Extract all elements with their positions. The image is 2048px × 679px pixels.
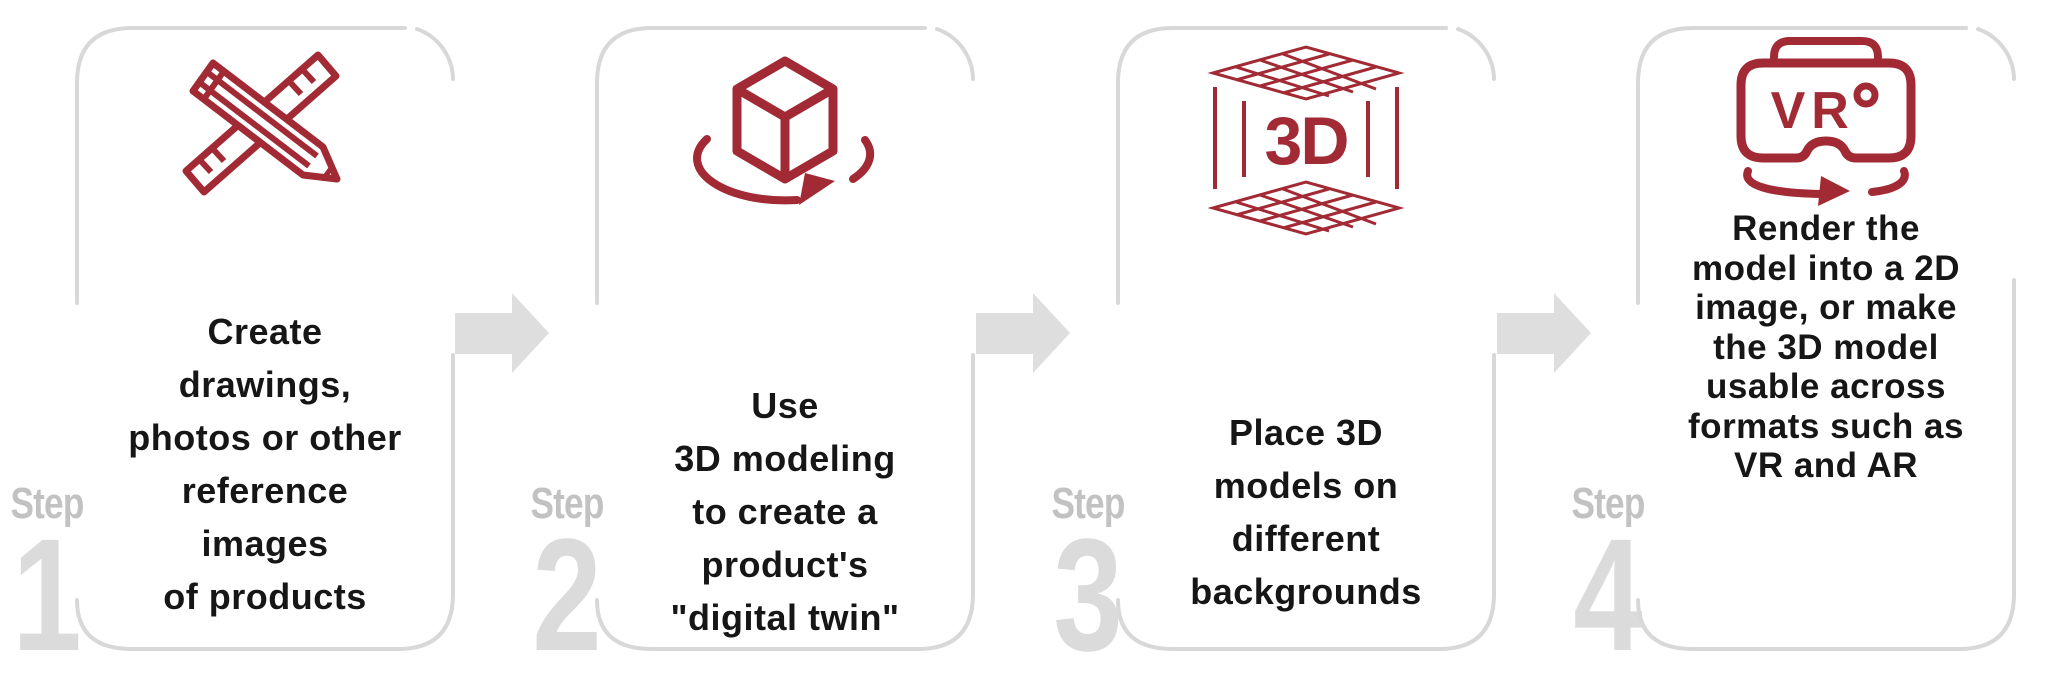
step-3-card: 3D Place 3D models on different backgrou… <box>1051 13 1496 675</box>
vr-label: R <box>1811 82 1849 140</box>
step-label: Step <box>1051 479 1125 528</box>
text-line: backgrounds <box>1190 571 1422 612</box>
text-line: "digital twin" <box>670 597 900 638</box>
text-line: product's <box>701 544 869 585</box>
text-line: usable across <box>1706 367 1946 406</box>
step-2-card: Use 3D modeling to create a product's "d… <box>530 13 975 675</box>
step-label: Step <box>1571 479 1645 528</box>
vr-headset-icon: V R <box>1736 37 1916 206</box>
pencil-ruler-icon <box>182 51 341 196</box>
step-2-description: Use 3D modeling to create a product's "d… <box>573 379 997 644</box>
text-line: Render the <box>1732 209 1920 248</box>
step-number: 4 <box>1573 505 1643 679</box>
cube-rotation-icon <box>693 56 875 205</box>
step-number: 3 <box>1053 505 1123 679</box>
text-line: reference <box>181 470 349 511</box>
text-line: formats such as <box>1688 406 1964 446</box>
text-line: Use <box>751 385 819 426</box>
text-line: photos or other <box>128 417 402 458</box>
3d-grid-box-icon: 3D <box>1207 45 1405 236</box>
step-label: Step <box>530 479 604 528</box>
text-line: image, or make <box>1695 288 1957 327</box>
step-2-badge: Step 2 <box>517 479 617 679</box>
step-1-badge: Step 1 <box>0 479 97 679</box>
step-1-card: Create drawings, photos or other referen… <box>10 13 455 675</box>
step-number: 1 <box>12 505 82 679</box>
step-number: 2 <box>532 505 602 679</box>
step-1-description: Create drawings, photos or other referen… <box>53 305 477 623</box>
text-line: models on <box>1213 465 1399 506</box>
text-line: drawings, <box>178 364 352 405</box>
step-label: Step <box>10 479 84 528</box>
step-3-badge: Step 3 <box>1038 479 1138 679</box>
text-line: 3D modeling <box>674 438 896 479</box>
text-line: to create a <box>692 491 878 532</box>
arrow-right-icon <box>455 293 549 373</box>
text-line: Place 3D <box>1228 412 1384 453</box>
text-line: of products <box>163 576 367 617</box>
arrow-right-icon <box>976 293 1070 373</box>
arrow-right-icon <box>1497 293 1591 373</box>
text-line: the 3D model <box>1713 327 1939 367</box>
3d-label: 3D <box>1265 103 1348 179</box>
text-line: Create <box>207 311 323 352</box>
text-line: different <box>1231 518 1381 559</box>
vr-label: V <box>1771 82 1806 140</box>
text-line: images <box>201 523 329 564</box>
step-3-description: Place 3D models on different backgrounds <box>1094 406 1518 618</box>
text-line: model into a 2D <box>1691 248 1961 288</box>
text-line: VR and AR <box>1733 446 1919 485</box>
step-4-card: V R Render the model into a 2D image, or… <box>1571 13 2016 675</box>
step-4-badge: Step 4 <box>1558 479 1658 679</box>
step-4-description: Render the model into a 2D image, or mak… <box>1614 209 2038 486</box>
